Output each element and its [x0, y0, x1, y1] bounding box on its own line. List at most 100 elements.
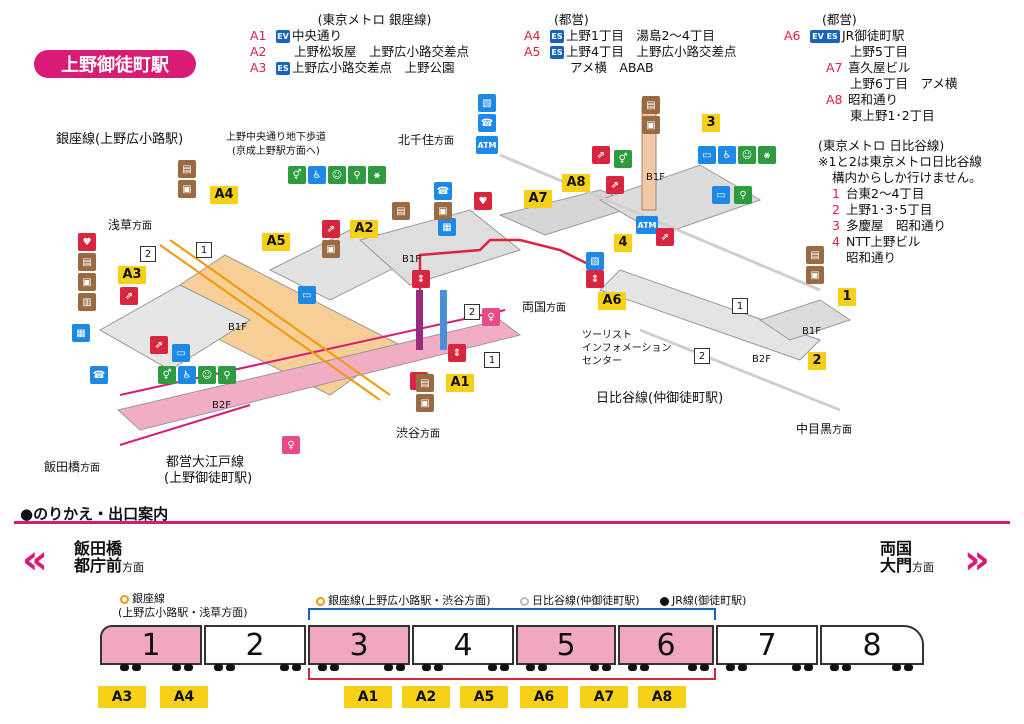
train-car-7[interactable]: 7	[716, 625, 818, 671]
escalator-icon: ⇗	[150, 336, 168, 354]
map-exit-a4[interactable]: A4	[210, 186, 238, 204]
train-car-2[interactable]: 2	[204, 625, 306, 671]
baby-room-icon: ☺	[738, 146, 756, 164]
floor-b1f-left: B1F	[228, 322, 247, 333]
train-car-3[interactable]: 3	[308, 625, 410, 671]
elevator-escalator-icon: EV ES	[809, 30, 840, 43]
card-reader-icon: ▣	[642, 116, 660, 134]
hibiya-ring-icon	[520, 596, 529, 606]
divider	[14, 521, 1010, 524]
exit-button-a7[interactable]: A7	[580, 686, 628, 708]
elevator-icon: EV	[275, 30, 290, 43]
exit-button-a1[interactable]: A1	[344, 686, 392, 708]
exit-info-heading: (東京メトロ 日比谷線)	[818, 138, 945, 153]
chevron-left-icon: «	[22, 537, 48, 583]
train-car-5[interactable]: 5	[516, 625, 616, 671]
exit-button-a2[interactable]: A2	[402, 686, 450, 708]
dir-ryogoku: 両国方面	[522, 300, 567, 314]
waiting-room-icon: ▭	[172, 344, 190, 362]
aed-icon: ♥	[474, 192, 492, 210]
escalator-icon: ⇗	[120, 287, 138, 305]
train-car-4[interactable]: 4	[412, 625, 514, 671]
card-reader-icon: ▣	[178, 180, 196, 198]
card-reader-icon: ▣	[78, 273, 96, 291]
stair-number-box: 1	[484, 352, 500, 368]
floor-b2f-hibiya: B2F	[752, 354, 771, 365]
floor-b1f-center: B1F	[402, 254, 421, 265]
map-hibiya-exit-4[interactable]: 4	[614, 234, 632, 252]
train-car-8[interactable]: 8	[820, 625, 924, 671]
floor-b2f-oedo: B2F	[212, 400, 231, 411]
map-exit-a8[interactable]: A8	[562, 174, 590, 192]
baby-room-icon: ☺	[328, 166, 346, 184]
exit-bracket	[308, 668, 716, 680]
restroom-icon: ⚥	[158, 366, 176, 384]
ticket-machine-icon: ▤	[178, 160, 196, 178]
escalator-icon: ES	[275, 62, 290, 75]
ticket-machine-icon: ▤	[806, 246, 824, 264]
exit-info-hibiya: (東京メトロ 日比谷線) ※1と2は東京メトロ日比谷線 構内からしか行けません。…	[818, 138, 982, 265]
map-exit-a5[interactable]: A5	[262, 233, 290, 251]
ticket-machine-icon: ▤	[392, 202, 410, 220]
ticket-machine-icon: ▤	[78, 253, 96, 271]
map-exit-a7[interactable]: A7	[524, 190, 552, 208]
exit-button-a8[interactable]: A8	[638, 686, 686, 708]
dir-asakusa: 浅草方面	[108, 218, 153, 232]
oedo-label: 都営大江戸線	[166, 455, 245, 470]
phone-icon: ☎	[478, 114, 496, 132]
map-exit-a2[interactable]: A2	[350, 220, 378, 238]
station-title: 上野御徒町駅	[34, 50, 196, 78]
exit-info-heading: (都営)	[554, 12, 589, 27]
transfer-guide-title: ●のりかえ・出口案内	[20, 505, 169, 523]
b1f-concourse-left	[98, 284, 252, 371]
exit-button-a5[interactable]: A5	[460, 686, 508, 708]
exit-info-heading: (都営)	[822, 12, 857, 27]
tourist-center-label: ツーリスト	[582, 330, 632, 341]
multipurpose-toilet-icon: ⚲	[348, 166, 366, 184]
map-hibiya-exit-2[interactable]: 2	[808, 352, 826, 370]
fare-adjust-icon: ▥	[78, 293, 96, 311]
women-only-icon: ♀	[482, 308, 500, 326]
oedo-label-2: (上野御徒町駅)	[164, 471, 253, 486]
exit-a2[interactable]: A2 上野松坂屋 上野広小路交差点	[250, 44, 469, 59]
exit-button-a6[interactable]: A6	[520, 686, 568, 708]
floor-b1f-right: B1F	[802, 326, 821, 337]
underpass-label: 上野中央通り地下歩道	[226, 132, 326, 143]
restroom-icon: ⚥	[288, 166, 306, 184]
atm-icon: ATM	[476, 136, 498, 154]
exit-button-a3[interactable]: A3	[98, 686, 146, 708]
stair-number-box: 2	[464, 304, 480, 320]
exit-info-heading: (東京メトロ 銀座線)	[317, 12, 432, 27]
map-exit-a1[interactable]: A1	[446, 374, 474, 392]
stair-number-box: 2	[694, 348, 710, 364]
jr-dot-icon	[660, 596, 669, 606]
phone-icon: ☎	[90, 366, 108, 384]
map-hibiya-exit-3[interactable]: 3	[702, 114, 720, 132]
ginza-station-label: 銀座線(上野広小路駅)	[56, 132, 184, 147]
dir-iidabashi: 飯田橋方面	[44, 460, 101, 474]
elevator-icon: ⇕	[448, 344, 466, 362]
underpass-label-2: (京成上野駅方面へ)	[232, 146, 320, 157]
map-exit-a6[interactable]: A6	[598, 292, 626, 310]
stair-number-box: 1	[196, 242, 212, 258]
escalator-icon: ⇗	[322, 220, 340, 238]
train-car-1[interactable]: 1	[100, 625, 202, 671]
train-car-6[interactable]: 6	[618, 625, 714, 671]
map-exit-a3[interactable]: A3	[118, 266, 146, 284]
exit-button-a4[interactable]: A4	[160, 686, 208, 708]
map-hibiya-exit-1[interactable]: 1	[838, 288, 856, 306]
